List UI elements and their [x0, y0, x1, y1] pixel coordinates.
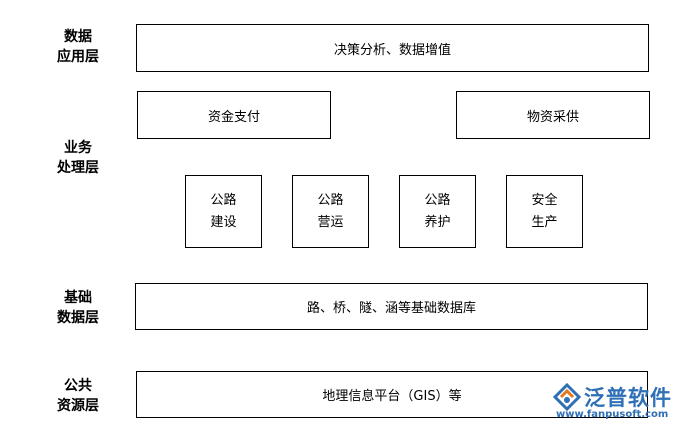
- payment-box: 资金支付: [137, 91, 331, 139]
- box-line: 公路: [210, 192, 237, 208]
- road-maintenance-box: 公路 养护: [399, 175, 476, 248]
- layer-label-application: 数据 应用层: [38, 27, 118, 67]
- layer-label-line: 基础: [64, 290, 92, 306]
- fanpu-logo: 泛普软件 www.fanpusoft.com: [548, 380, 680, 424]
- logo-name: 泛普软件: [584, 386, 672, 410]
- road-operation-box: 公路 营运: [292, 175, 369, 248]
- safety-production-box: 安全 生产: [506, 175, 583, 248]
- fanpu-logo-icon: [552, 382, 582, 412]
- layer-label-line: 数据: [64, 29, 92, 45]
- layer-label-line: 公共: [64, 378, 92, 394]
- box-line: 安全: [531, 192, 558, 208]
- box-line: 生产: [531, 214, 558, 230]
- box-line: 公路: [424, 192, 451, 208]
- box-line: 营运: [317, 214, 344, 230]
- logo-url: www.fanpusoft.com: [556, 409, 669, 420]
- decision-analysis-box: 决策分析、数据增值: [136, 24, 649, 72]
- box-line: 养护: [424, 214, 451, 230]
- road-construction-box: 公路 建设: [185, 175, 262, 248]
- layer-label-line: 数据层: [57, 310, 99, 326]
- layer-label-line: 应用层: [57, 49, 99, 65]
- layer-label-resource: 公共 资源层: [38, 376, 118, 416]
- layer-label-line: 资源层: [57, 398, 99, 414]
- layer-label-line: 处理层: [57, 160, 99, 176]
- layer-label-line: 业务: [64, 140, 92, 156]
- procurement-box: 物资采供: [456, 91, 650, 139]
- layer-label-business: 业务 处理层: [38, 138, 118, 178]
- layer-label-data: 基础 数据层: [38, 288, 118, 328]
- box-line: 建设: [210, 214, 237, 230]
- base-database-box: 路、桥、隧、涵等基础数据库: [135, 283, 648, 330]
- box-line: 公路: [317, 192, 344, 208]
